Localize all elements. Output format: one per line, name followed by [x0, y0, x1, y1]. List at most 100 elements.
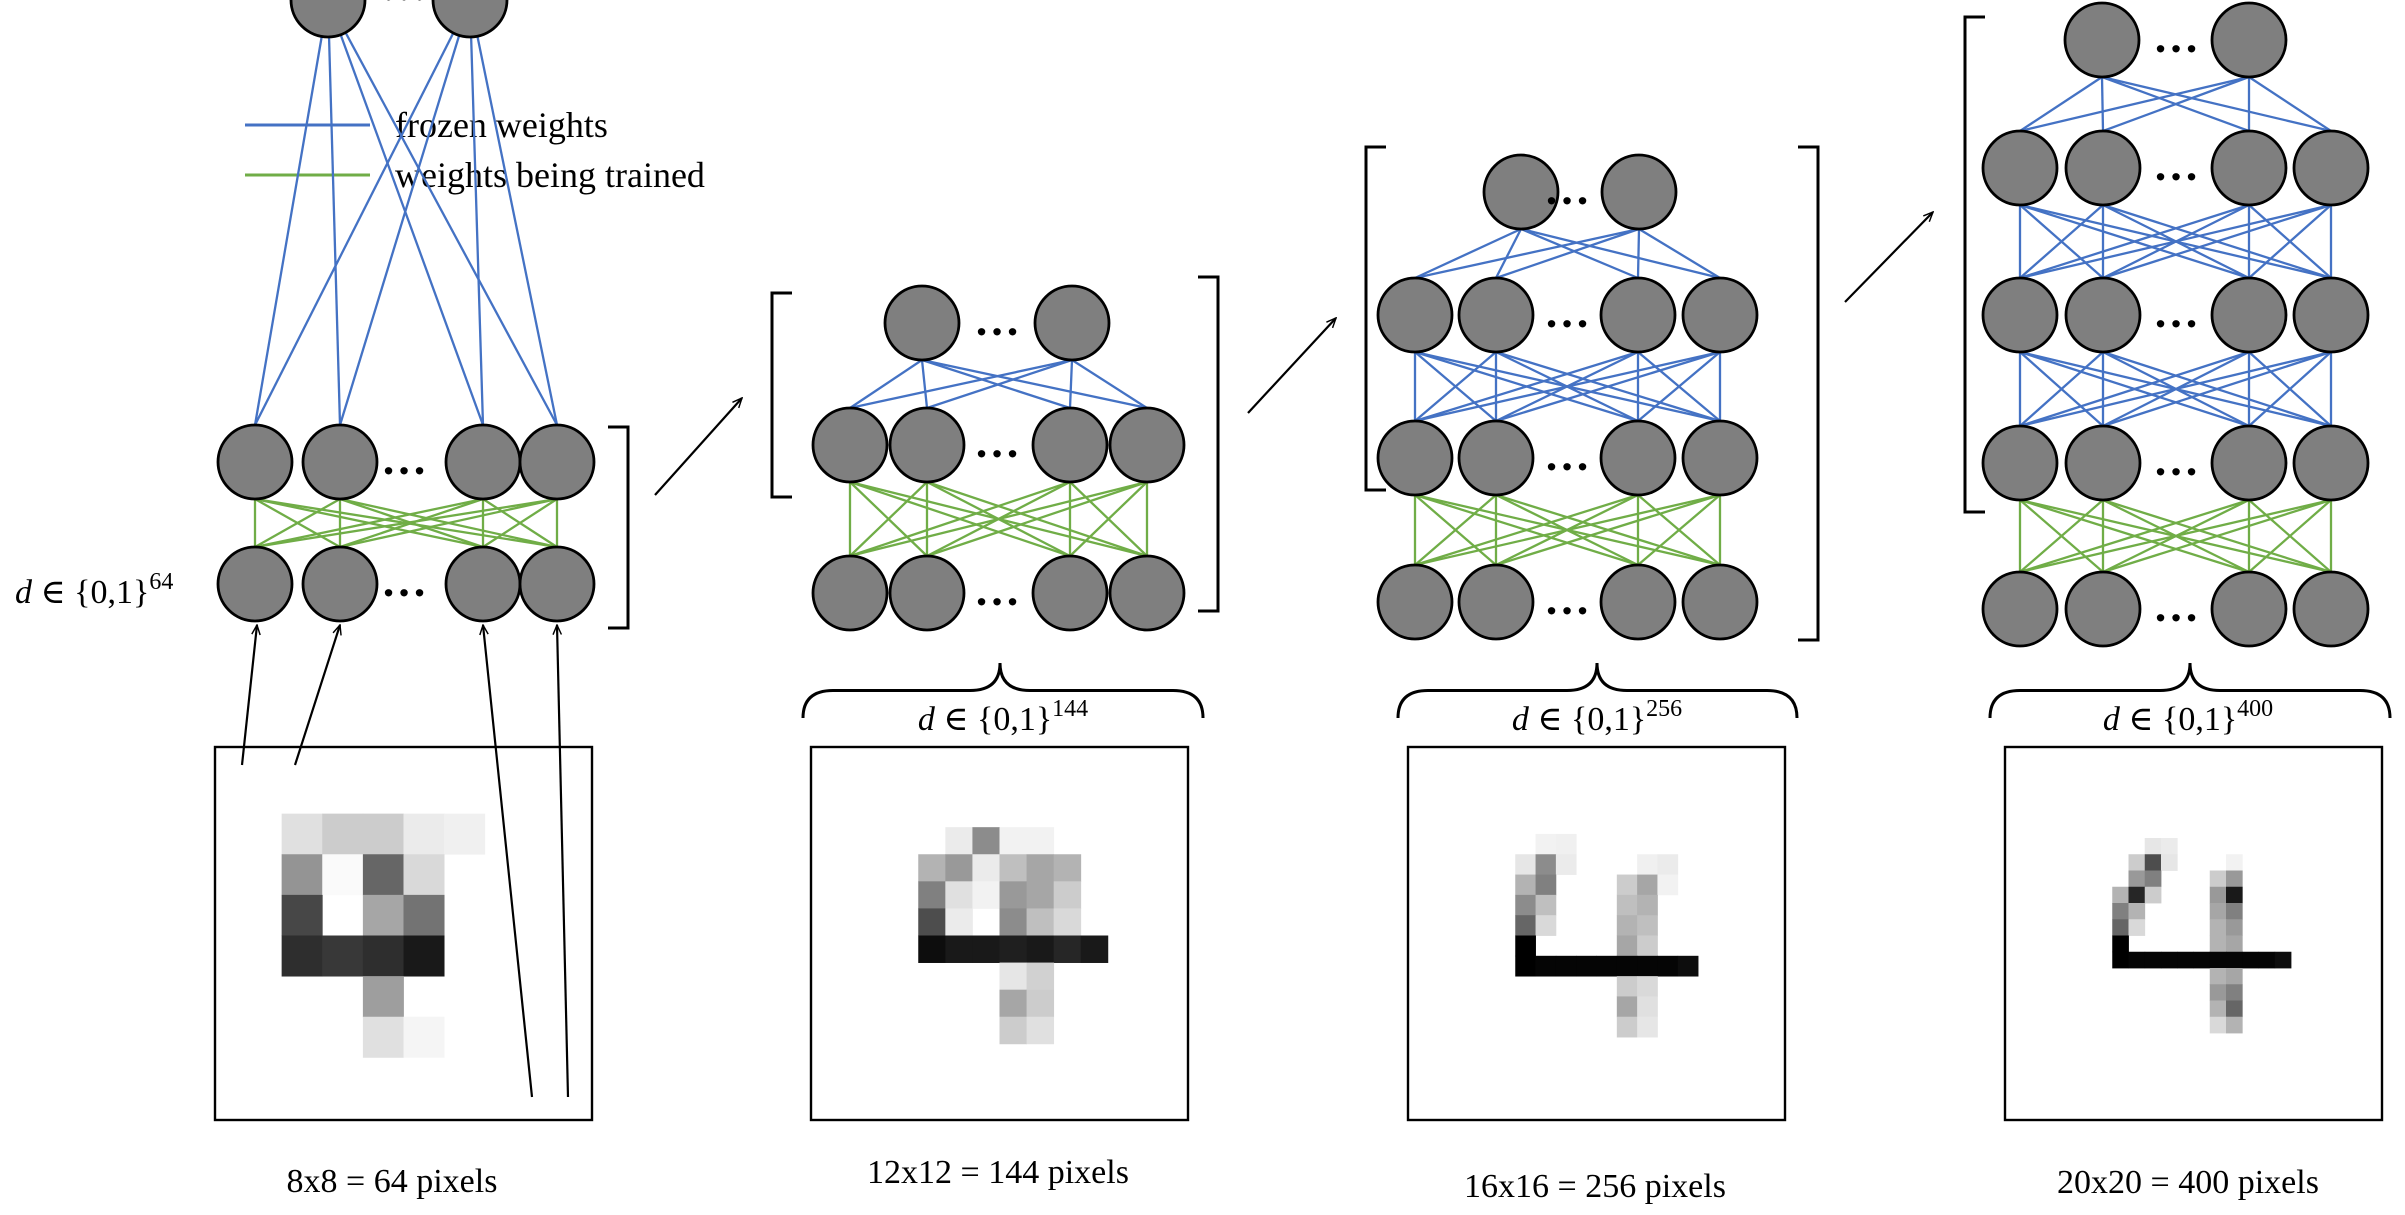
neuron-node — [2064, 129, 2142, 207]
trained-weight-line — [926, 480, 1148, 558]
frozen-weight-line — [2019, 203, 2332, 280]
frozen-weight-line — [1495, 350, 1721, 423]
digit-image — [809, 745, 1190, 1122]
ellipsis-label: … — [974, 416, 1020, 467]
pixel — [1677, 955, 1699, 977]
pixel — [2161, 838, 2178, 855]
pixel — [403, 935, 445, 977]
pixel — [918, 935, 946, 963]
pixel — [1026, 854, 1055, 882]
frozen-weight-line — [1637, 351, 1721, 422]
frozen-weight-line — [253, 0, 472, 426]
pixel — [2226, 984, 2243, 1001]
pixel — [1637, 976, 1658, 997]
neuron-node — [2292, 424, 2370, 502]
pixel — [1657, 854, 1679, 875]
pixel — [2209, 886, 2227, 904]
ellipsis-label: … — [2153, 580, 2199, 631]
frozen-weight-line — [2019, 203, 2250, 280]
input-arrows — [240, 625, 570, 1098]
pixel — [1535, 854, 1557, 875]
neuron-node — [1457, 419, 1535, 497]
pixel — [2209, 870, 2227, 888]
pixel — [999, 881, 1027, 909]
pixel — [1637, 996, 1658, 1018]
neurons: …………… — [1981, 1, 2370, 648]
pixel — [2226, 870, 2243, 888]
pixel — [1535, 894, 1557, 916]
pixel — [2226, 1016, 2243, 1034]
frozen-weight-line — [1636, 228, 1641, 279]
pixel — [945, 908, 973, 936]
pixel — [1026, 962, 1055, 991]
neuron-node — [2063, 1, 2141, 79]
ellipsis-label: … — [381, 555, 427, 606]
pixel — [1535, 955, 1557, 977]
pixel — [1657, 955, 1679, 977]
pixel — [1555, 955, 1577, 977]
pixel-to-input-arrow — [483, 625, 534, 1098]
ellipsis-label: … — [2153, 139, 2199, 190]
neurons: ……… — [216, 0, 596, 623]
neuron-node — [1681, 563, 1759, 641]
frozen-weight-line — [2102, 350, 2332, 428]
neuron-node — [518, 423, 596, 501]
pixel — [2193, 951, 2211, 969]
pixel — [1616, 955, 1638, 977]
frozen-weight-line — [921, 358, 1148, 410]
pixel — [1616, 1016, 1638, 1038]
input-brace — [801, 662, 1205, 719]
frozen-weight-line — [2019, 76, 2103, 132]
neuron-node — [1033, 284, 1111, 362]
pixel — [2209, 951, 2227, 969]
pixel — [2128, 903, 2146, 920]
pixel — [2258, 951, 2276, 969]
pixel — [1515, 894, 1536, 916]
digit-image — [2003, 745, 2384, 1122]
pixel — [2112, 903, 2129, 920]
pixel-to-input-arrow — [240, 625, 257, 766]
ellipsis-label: … — [1544, 163, 1590, 214]
trained-weight-line — [849, 480, 1148, 558]
frozen-weight-line — [1520, 227, 1721, 280]
neuron-node — [2292, 129, 2370, 207]
neuron-node — [1599, 276, 1677, 354]
pixel — [945, 881, 973, 909]
neuron-node — [1981, 129, 2059, 207]
trained-weight-line — [1414, 493, 1639, 567]
trained-weight-line — [482, 498, 558, 548]
neuron-node — [1482, 153, 1560, 231]
trained-weight-line — [1637, 494, 1721, 566]
right-bracket — [1798, 145, 1820, 642]
neuron-node — [1600, 153, 1678, 231]
pixel — [2226, 968, 2243, 985]
arrow-stage2-to-stage3 — [1247, 318, 1336, 414]
pixel — [1637, 915, 1658, 936]
left-bracket — [1963, 15, 1985, 514]
pixel — [2274, 951, 2292, 969]
neuron-node — [289, 0, 367, 39]
neuron-node — [888, 554, 966, 632]
pixel — [1616, 976, 1638, 997]
pixel — [999, 827, 1027, 855]
neuron-node — [1981, 570, 2059, 648]
neuron-node — [1681, 276, 1759, 354]
pixel — [2226, 919, 2243, 936]
pixel — [1637, 894, 1658, 916]
pixel — [2128, 919, 2146, 936]
pixel — [2144, 838, 2162, 855]
pixel — [2226, 903, 2243, 920]
pixel — [1596, 955, 1618, 977]
stage-caption: 16x16 = 256 pixels — [1464, 1168, 1726, 1205]
ellipsis-label: … — [381, 0, 427, 10]
legend: frozen weights weights being trained — [245, 105, 705, 195]
frozen-weight-line — [1494, 228, 1523, 279]
neuron-node — [444, 545, 522, 623]
pixel — [2226, 951, 2243, 969]
pixel — [362, 935, 404, 977]
neuron-node — [1981, 424, 2059, 502]
neuron-node — [888, 406, 966, 484]
